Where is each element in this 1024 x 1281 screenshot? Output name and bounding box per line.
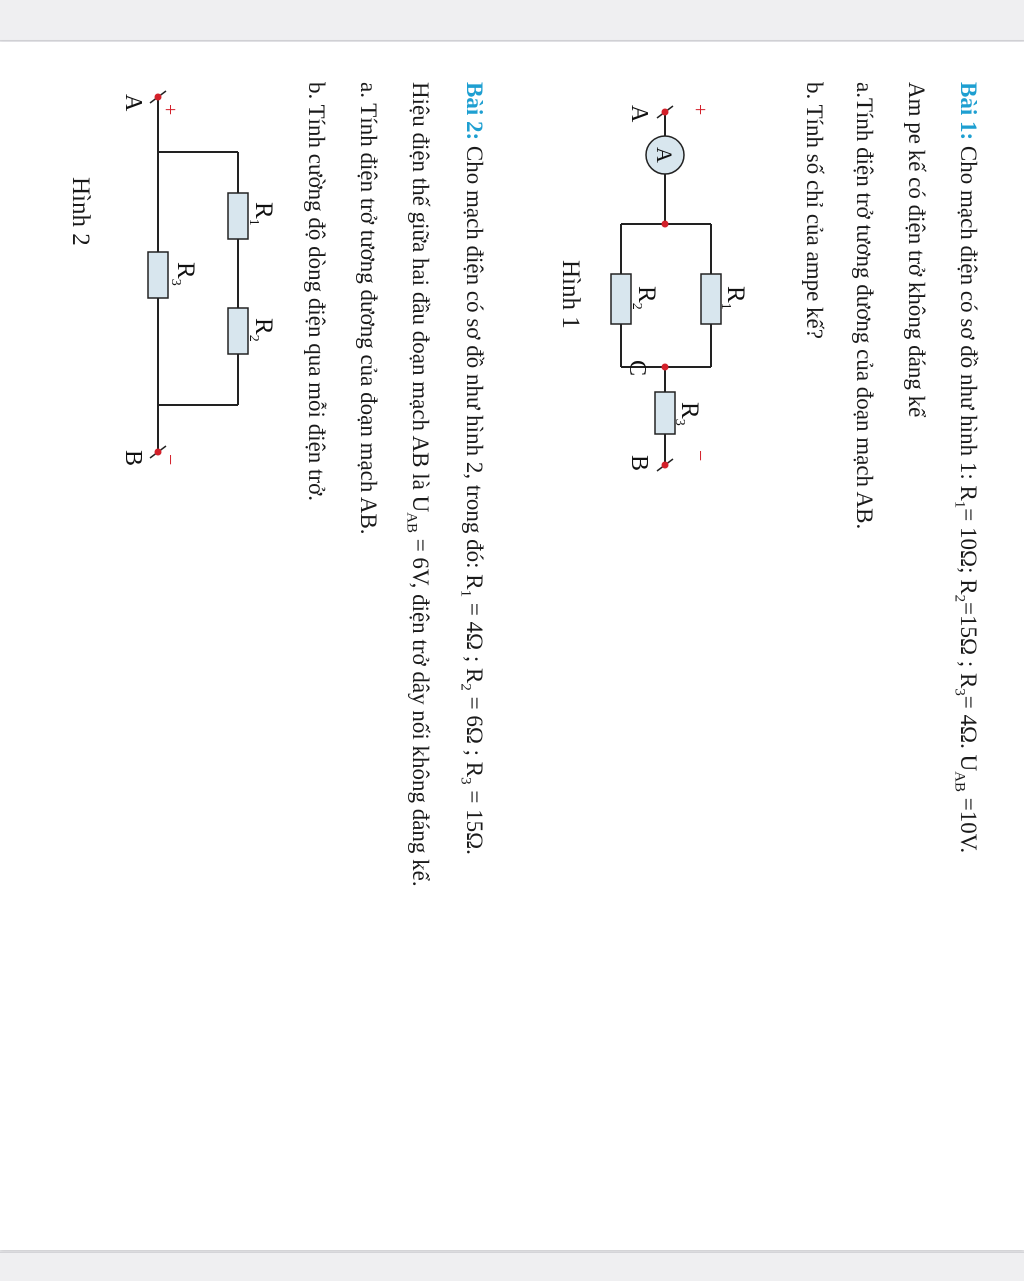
resistor-r3 — [654, 391, 676, 435]
bai2-line4: b. Tính cường độ dòng điện qua mỗi điện … — [304, 82, 329, 502]
svg-text:B: B — [120, 450, 146, 466]
terminal-a-dot — [154, 93, 162, 101]
svg-text:A: A — [652, 147, 677, 163]
svg-text:R2: R2 — [246, 318, 277, 342]
svg-text:R3: R3 — [168, 262, 199, 286]
svg-text:R2: R2 — [629, 286, 660, 310]
figure1-caption: Hình 1 — [557, 260, 584, 329]
terminal-b-dot — [661, 461, 669, 469]
svg-text:+: + — [159, 104, 181, 115]
resistor-r2 — [610, 273, 632, 325]
bai2-label: Bài 2: — [462, 82, 487, 141]
figure2-circuit: + − A B R1 R2 R3 — [120, 90, 277, 466]
bai1-line3: a.Tính điện trở tương đương của đoạn mạc… — [852, 82, 877, 530]
bai1-line4: b. Tính số chỉ của ampe kế? — [802, 82, 827, 339]
svg-text:−: − — [159, 454, 181, 465]
figure1-circuit: A + − A B C R1 R2 R3 — [610, 104, 749, 472]
rotated-content: Bài 1: Cho mạch điện có sơ đồ như hình 1… — [0, 82, 1024, 1182]
resistor-r1 — [227, 192, 249, 240]
svg-text:B: B — [626, 455, 652, 471]
figure2-caption: Hình 2 — [67, 177, 94, 246]
resistor-r3 — [147, 251, 169, 299]
ammeter-icon — [645, 135, 685, 175]
svg-text:A: A — [626, 105, 652, 123]
resistor-r2 — [227, 307, 249, 355]
bai1-line1: Bài 1: Cho mạch điện có sơ đồ như hình 1… — [951, 82, 981, 854]
top-toolbar — [0, 0, 1024, 41]
svg-text:R3: R3 — [672, 402, 703, 426]
bai2-line1: Bài 2: Cho mạch điện có sơ đồ như hình 2… — [457, 82, 487, 855]
svg-text:−: − — [689, 450, 711, 461]
document-page: Bài 1: Cho mạch điện có sơ đồ như hình 1… — [0, 42, 1024, 1250]
resistor-r1 — [700, 273, 722, 325]
terminal-b-dot — [154, 448, 162, 456]
terminal-a-dot — [661, 108, 669, 116]
bai1-line2: Am pe kế có điện trở không đáng kể — [904, 82, 929, 418]
bottom-toolbar — [0, 1252, 1024, 1281]
bai1-label: Bài 1: — [956, 82, 981, 141]
svg-text:+: + — [689, 104, 711, 115]
svg-text:R1: R1 — [246, 202, 277, 226]
bai2-line3: a. Tính điện trở tương đương của đoạn mạ… — [356, 82, 381, 535]
svg-text:A: A — [120, 94, 146, 112]
svg-text:C: C — [624, 360, 650, 376]
bai2-line2: Hiệu điện thế giữa hai đầu đoạn mạch AB … — [403, 82, 433, 887]
svg-text:R1: R1 — [718, 286, 749, 310]
